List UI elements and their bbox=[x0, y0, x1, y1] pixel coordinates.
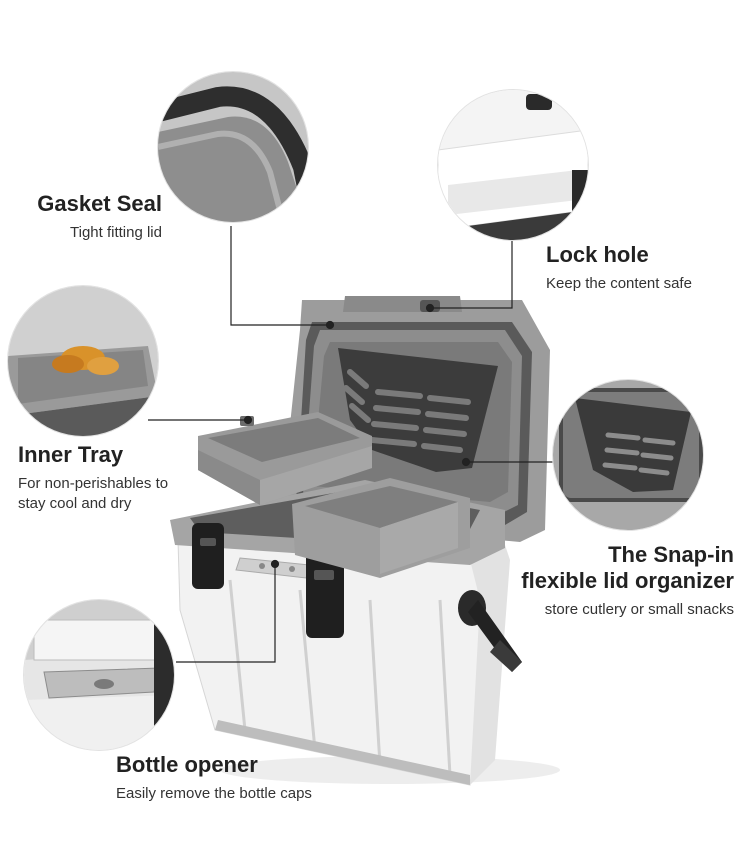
inner-tray-seated bbox=[292, 478, 470, 578]
callout-gasket: Gasket Seal Tight fitting lid bbox=[20, 191, 162, 243]
tray-detail-circle bbox=[8, 286, 158, 436]
opener-zoom-image bbox=[24, 600, 174, 750]
side-handle bbox=[458, 590, 522, 672]
latch-right bbox=[306, 552, 344, 638]
opener-title: Bottle opener bbox=[116, 752, 258, 777]
inner-tray-lifted bbox=[198, 412, 372, 505]
lock-detail-circle bbox=[438, 90, 588, 240]
callout-opener: Bottle opener Easily remove the bottle c… bbox=[116, 752, 396, 804]
tray-title: Inner Tray bbox=[18, 442, 124, 467]
opener-desc: Easily remove the bottle caps bbox=[116, 785, 312, 802]
callout-lines bbox=[148, 226, 553, 663]
lid-organizer-net bbox=[338, 348, 498, 472]
organizer-detail-circle bbox=[553, 380, 703, 530]
tray-zoom-image bbox=[8, 286, 158, 436]
lock-zoom-image bbox=[438, 90, 588, 240]
gasket-zoom-image bbox=[158, 72, 308, 222]
organizer-zoom-image bbox=[553, 380, 703, 530]
organizer-desc: store cutlery or small snacks bbox=[544, 601, 734, 618]
lock-desc: Keep the content safe bbox=[546, 275, 692, 292]
callout-tray: Inner Tray For non-perishables to stay c… bbox=[18, 442, 218, 514]
callout-organizer: The Snap-in flexible lid organizer store… bbox=[490, 542, 734, 620]
gasket-title: Gasket Seal bbox=[37, 191, 162, 216]
gasket-desc: Tight fitting lid bbox=[70, 224, 162, 241]
organizer-title-line2: flexible lid organizer bbox=[521, 568, 734, 593]
gasket-detail-circle bbox=[158, 72, 308, 222]
latch-left bbox=[192, 523, 224, 589]
organizer-title-line1: The Snap-in bbox=[608, 542, 734, 567]
opener-detail-circle bbox=[24, 600, 174, 750]
tray-desc-line1: For non-perishables to bbox=[18, 475, 169, 492]
tray-desc-line2: stay cool and dry bbox=[18, 495, 132, 512]
lock-title: Lock hole bbox=[546, 242, 649, 267]
callout-lock: Lock hole Keep the content safe bbox=[546, 242, 746, 294]
